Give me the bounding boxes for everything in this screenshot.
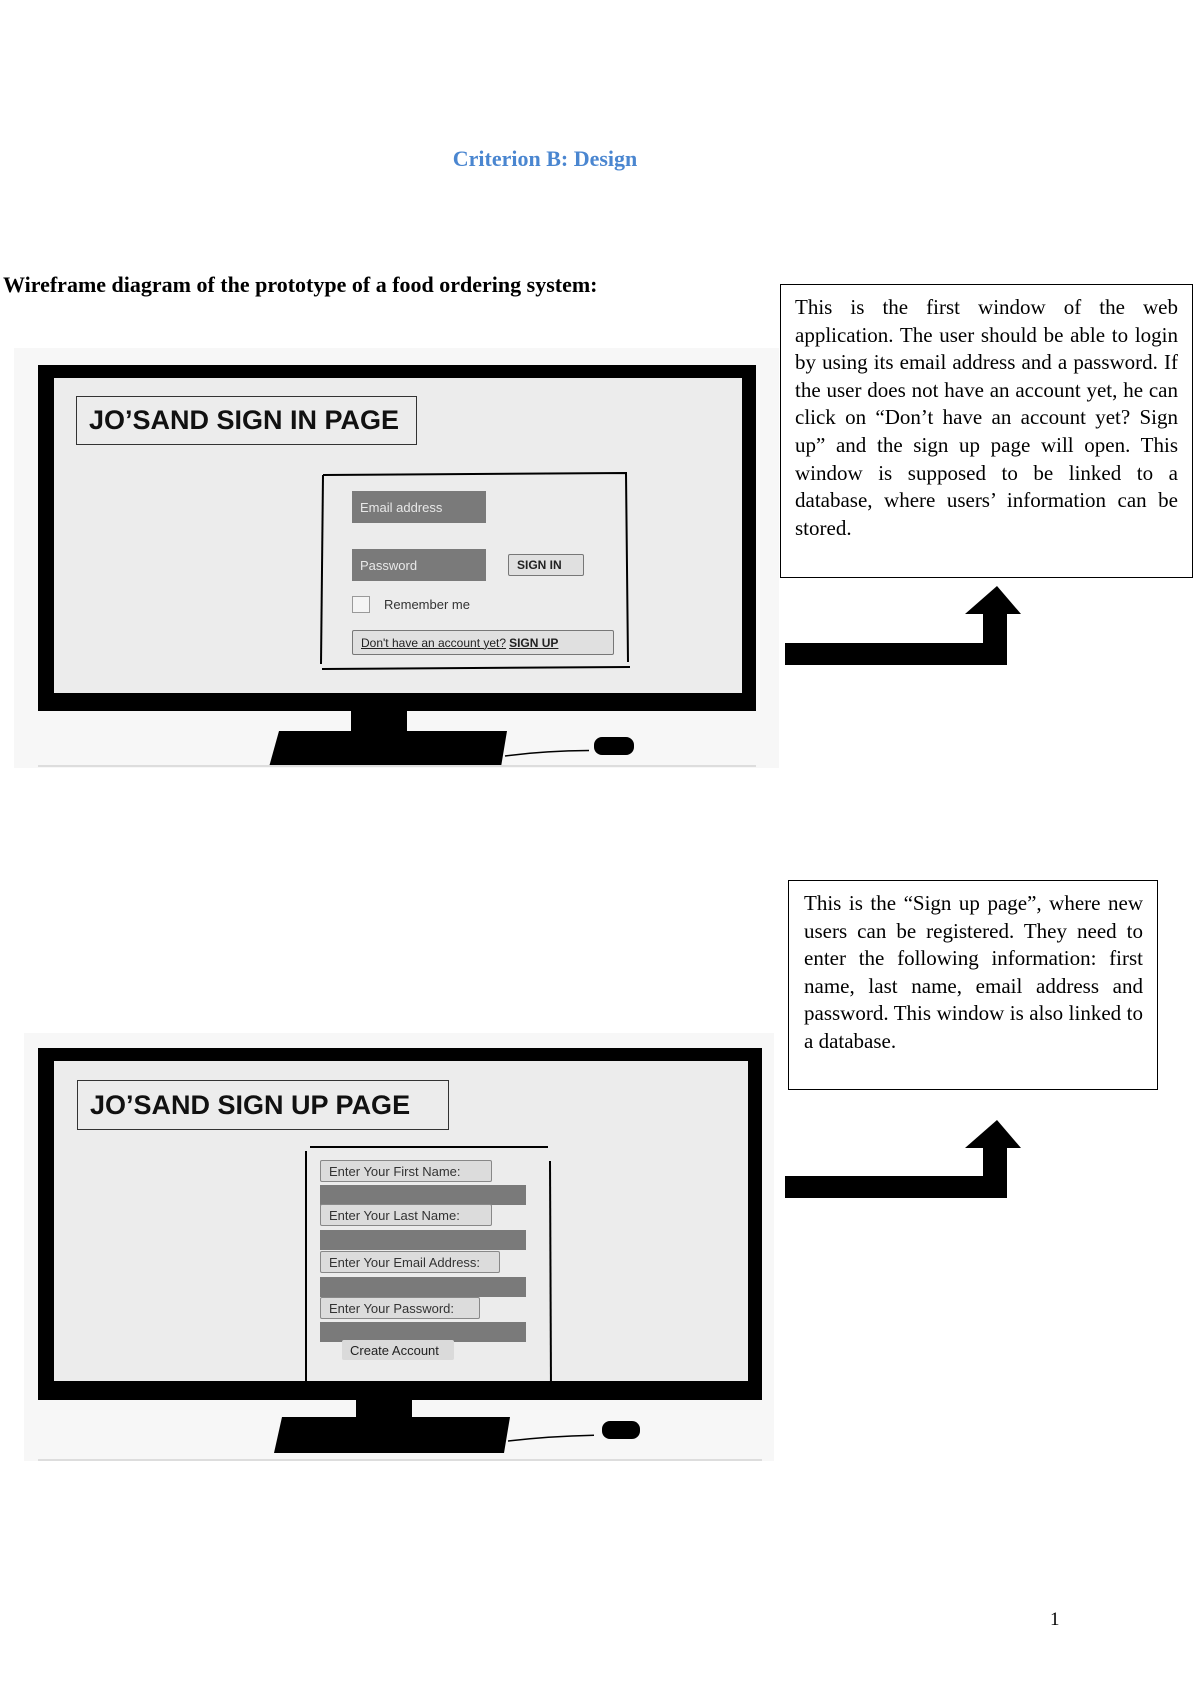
monitor-base xyxy=(269,731,589,767)
sign-in-title: JO’SAND SIGN IN PAGE xyxy=(76,396,417,445)
last-name-input[interactable] xyxy=(320,1230,526,1250)
sign-up-title: JO’SAND SIGN UP PAGE xyxy=(77,1080,449,1130)
monitor-neck xyxy=(351,711,407,733)
password-placeholder: Password xyxy=(360,557,418,573)
create-account-label: Create Account xyxy=(350,1342,439,1358)
first-name-label: Enter Your First Name: xyxy=(320,1160,492,1182)
password-label: Enter Your Password: xyxy=(320,1297,480,1319)
sign-up-title-text: JO’SAND SIGN UP PAGE xyxy=(90,1089,411,1120)
monitor-bottom-line xyxy=(38,1459,762,1461)
password-input[interactable] xyxy=(320,1322,526,1342)
sign-in-monitor: JO’SAND SIGN IN PAGE Email address Passw… xyxy=(14,348,779,768)
email-input[interactable] xyxy=(320,1277,526,1297)
signup-link-action: SIGN UP xyxy=(509,635,559,650)
sign-up-monitor: JO’SAND SIGN UP PAGE Enter Your First Na… xyxy=(24,1033,774,1461)
email-placeholder: Email address xyxy=(360,499,443,515)
sign-in-button-label: SIGN IN xyxy=(517,558,562,572)
signup-link-prefix: Don't have an account yet? xyxy=(361,635,507,650)
email-label-text: Enter Your Email Address: xyxy=(329,1254,481,1270)
mouse-icon xyxy=(602,1421,640,1439)
last-name-label: Enter Your Last Name: xyxy=(320,1204,492,1226)
monitor-base xyxy=(274,1417,594,1453)
first-name-input[interactable] xyxy=(320,1185,526,1205)
arrow-up-right-icon xyxy=(785,586,1021,665)
document-subheading: Wireframe diagram of the prototype of a … xyxy=(3,272,598,297)
sign-up-description-note: This is the “Sign up page”, where new us… xyxy=(788,880,1158,1090)
create-account-button[interactable]: Create Account xyxy=(342,1340,454,1360)
sign-in-button[interactable]: SIGN IN xyxy=(508,554,584,576)
password-label-text: Enter Your Password: xyxy=(329,1300,455,1316)
arrow-up-right-icon xyxy=(785,1120,1021,1198)
mouse-icon xyxy=(594,737,634,755)
email-label: Enter Your Email Address: xyxy=(320,1251,500,1273)
sign-in-description-note: This is the first window of the web appl… xyxy=(780,284,1193,578)
document-heading: Criterion B: Design xyxy=(452,146,638,171)
first-name-label-text: Enter Your First Name: xyxy=(329,1163,461,1179)
signup-link-button[interactable]: Don't have an account yet? SIGN UP xyxy=(352,630,614,655)
sign-up-form-frame xyxy=(305,1146,552,1398)
remember-me-label: Remember me xyxy=(384,597,470,612)
sign-in-form-frame xyxy=(320,472,631,670)
page-number: 1 xyxy=(1050,1609,1060,1630)
monitor-bottom-line xyxy=(38,765,756,767)
sign-in-title-text: JO’SAND SIGN IN PAGE xyxy=(89,405,400,435)
remember-me-checkbox[interactable] xyxy=(352,596,370,613)
email-input[interactable]: Email address xyxy=(352,491,486,523)
password-input[interactable]: Password xyxy=(352,549,486,581)
last-name-label-text: Enter Your Last Name: xyxy=(329,1207,460,1223)
